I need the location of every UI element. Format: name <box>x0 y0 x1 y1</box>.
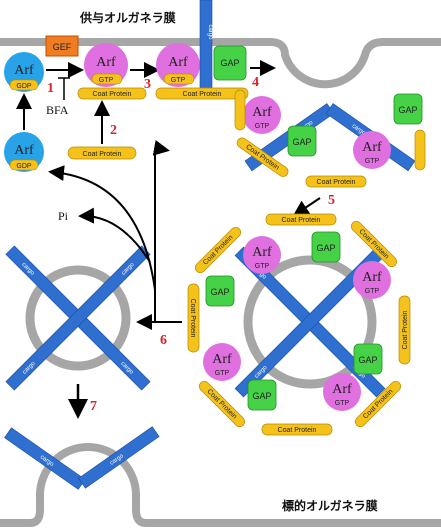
gdp-label: GDP <box>16 83 32 90</box>
coat-protein-label: Coat Protein <box>93 91 132 98</box>
coat-protein-label: Coat Protein <box>205 388 238 421</box>
target-membrane <box>0 443 441 527</box>
arf-gtp-2: Arf GTP <box>156 43 200 87</box>
budding-vesicle: cargo cargo Arf GTP Arf GTP GAP GAP Coat… <box>234 89 426 188</box>
gtp-label: GTP <box>255 123 270 130</box>
pi-release-arrow <box>78 207 151 263</box>
coat-protein-label: Coat Protein <box>278 427 317 434</box>
gap-label: GAP <box>358 355 377 365</box>
gtp-label: GTP <box>215 370 230 377</box>
arf-label: Arf <box>362 140 382 155</box>
arf-label: Arf <box>252 105 272 120</box>
coat-protein-label: Coat Protein <box>83 151 122 158</box>
gap-box-1: GAP <box>213 45 247 81</box>
coat-protein-bar-1: Coat Protein <box>77 87 147 100</box>
step-4: 4 <box>252 75 259 90</box>
coated-vesicle: cargo cargo cargo cargo Arf GTP Arf GTP … <box>187 213 411 436</box>
coat-protein-label: Coat Protein <box>183 91 222 98</box>
uncoated-vesicle: cargo cargo cargo cargo <box>5 245 151 391</box>
step-5-arrow <box>292 197 321 217</box>
coat-protein-free: Coat Protein <box>67 146 137 160</box>
arf-label: Arf <box>362 270 382 285</box>
target-membrane-label: 標的オルガネラ膜 <box>282 498 378 513</box>
gdp-label: GDP <box>16 163 32 170</box>
coat-protein-label: Coat Protein <box>202 234 235 267</box>
coat-protein-bar-2: Coat Protein <box>155 87 249 100</box>
arf-label: Arf <box>14 143 34 158</box>
cargo-label: cargo <box>207 24 213 40</box>
pi-label: Pi <box>58 209 69 223</box>
coat-protein-label: Coat Protein <box>402 310 409 349</box>
arf-gdp-cytosol: Arf GDP <box>4 132 44 172</box>
gtp-label: GTP <box>365 288 380 295</box>
arf-label: Arf <box>168 55 188 70</box>
cargo-receptor-1: cargo <box>199 0 213 93</box>
gef-label: GEF <box>53 42 72 52</box>
gtp-label: GTP <box>335 400 350 407</box>
arf-label: Arf <box>14 63 34 78</box>
step-3: 3 <box>144 77 151 92</box>
coat-protein-label: Coat Protein <box>317 179 356 186</box>
donor-membrane-label: 供与オルガネラ膜 <box>79 10 176 25</box>
step-1: 1 <box>47 81 54 96</box>
donor-membrane <box>0 38 441 89</box>
gap-label: GAP <box>398 105 417 115</box>
arf-label: Arf <box>212 352 232 367</box>
gap-label: GAP <box>210 287 229 297</box>
step-7: 7 <box>90 399 97 414</box>
coat-protein-label: Coat Protein <box>282 217 321 224</box>
arf-return-arrow <box>48 165 156 291</box>
fusing-vesicle: cargo cargo <box>4 426 160 490</box>
step-6: 6 <box>160 333 167 348</box>
gap-label: GAP <box>220 58 239 68</box>
coat-return-arrow <box>152 139 170 156</box>
gtp-label: GTP <box>171 77 186 84</box>
arf-gdp-membrane: Arf GDP <box>4 52 44 92</box>
arf-label: Arf <box>96 55 116 70</box>
gef-box: GEF <box>45 35 79 57</box>
gtp-label: GTP <box>99 77 114 84</box>
arf-label: Arf <box>332 382 352 397</box>
gap-label: GAP <box>292 137 311 147</box>
gap-label: GAP <box>316 243 335 253</box>
arf-gtp-1: Arf GTP <box>84 43 128 87</box>
arf-label: Arf <box>252 245 272 260</box>
gtp-label: GTP <box>255 263 270 270</box>
step-5: 5 <box>328 193 335 208</box>
coat-protein-label: Coat Protein <box>189 299 196 338</box>
step-2: 2 <box>110 123 117 138</box>
gap-label: GAP <box>252 391 271 401</box>
bfa-label: BFA <box>46 103 69 117</box>
gtp-label: GTP <box>365 158 380 165</box>
